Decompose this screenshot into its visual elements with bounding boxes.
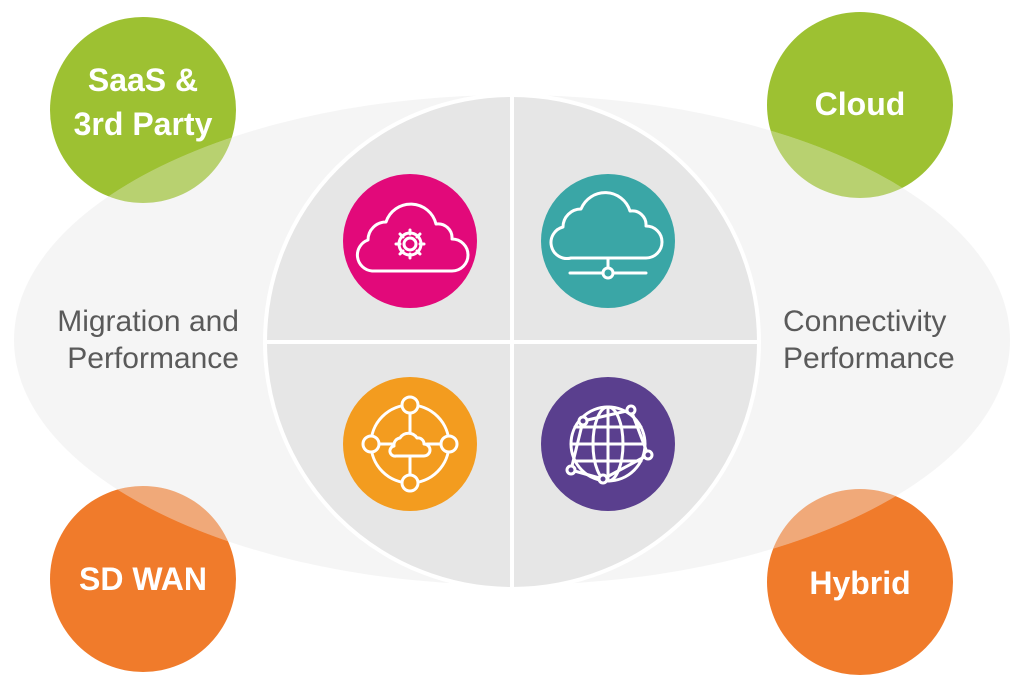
left-side-label-line2: Performance	[67, 342, 239, 375]
sd-wan-circle	[50, 486, 236, 672]
saas-label-line1: SaaS &	[88, 62, 198, 98]
sd-wan-label: SD WAN	[79, 561, 207, 597]
hybrid-label: Hybrid	[809, 565, 910, 601]
right-side-label-line2: Performance	[783, 342, 955, 375]
cloud-gear-icon	[343, 174, 477, 308]
left-side-label-line1: Migration and	[57, 305, 239, 338]
right-side-label-line1: Connectivity	[783, 305, 946, 338]
globe-network-icon	[541, 377, 675, 511]
cloud-network-icon	[541, 174, 675, 308]
saas-label-line2: 3rd Party	[74, 106, 213, 142]
cloud-hub-icon	[343, 377, 477, 511]
cloud-label: Cloud	[815, 86, 906, 122]
hybrid-circle	[767, 489, 953, 675]
